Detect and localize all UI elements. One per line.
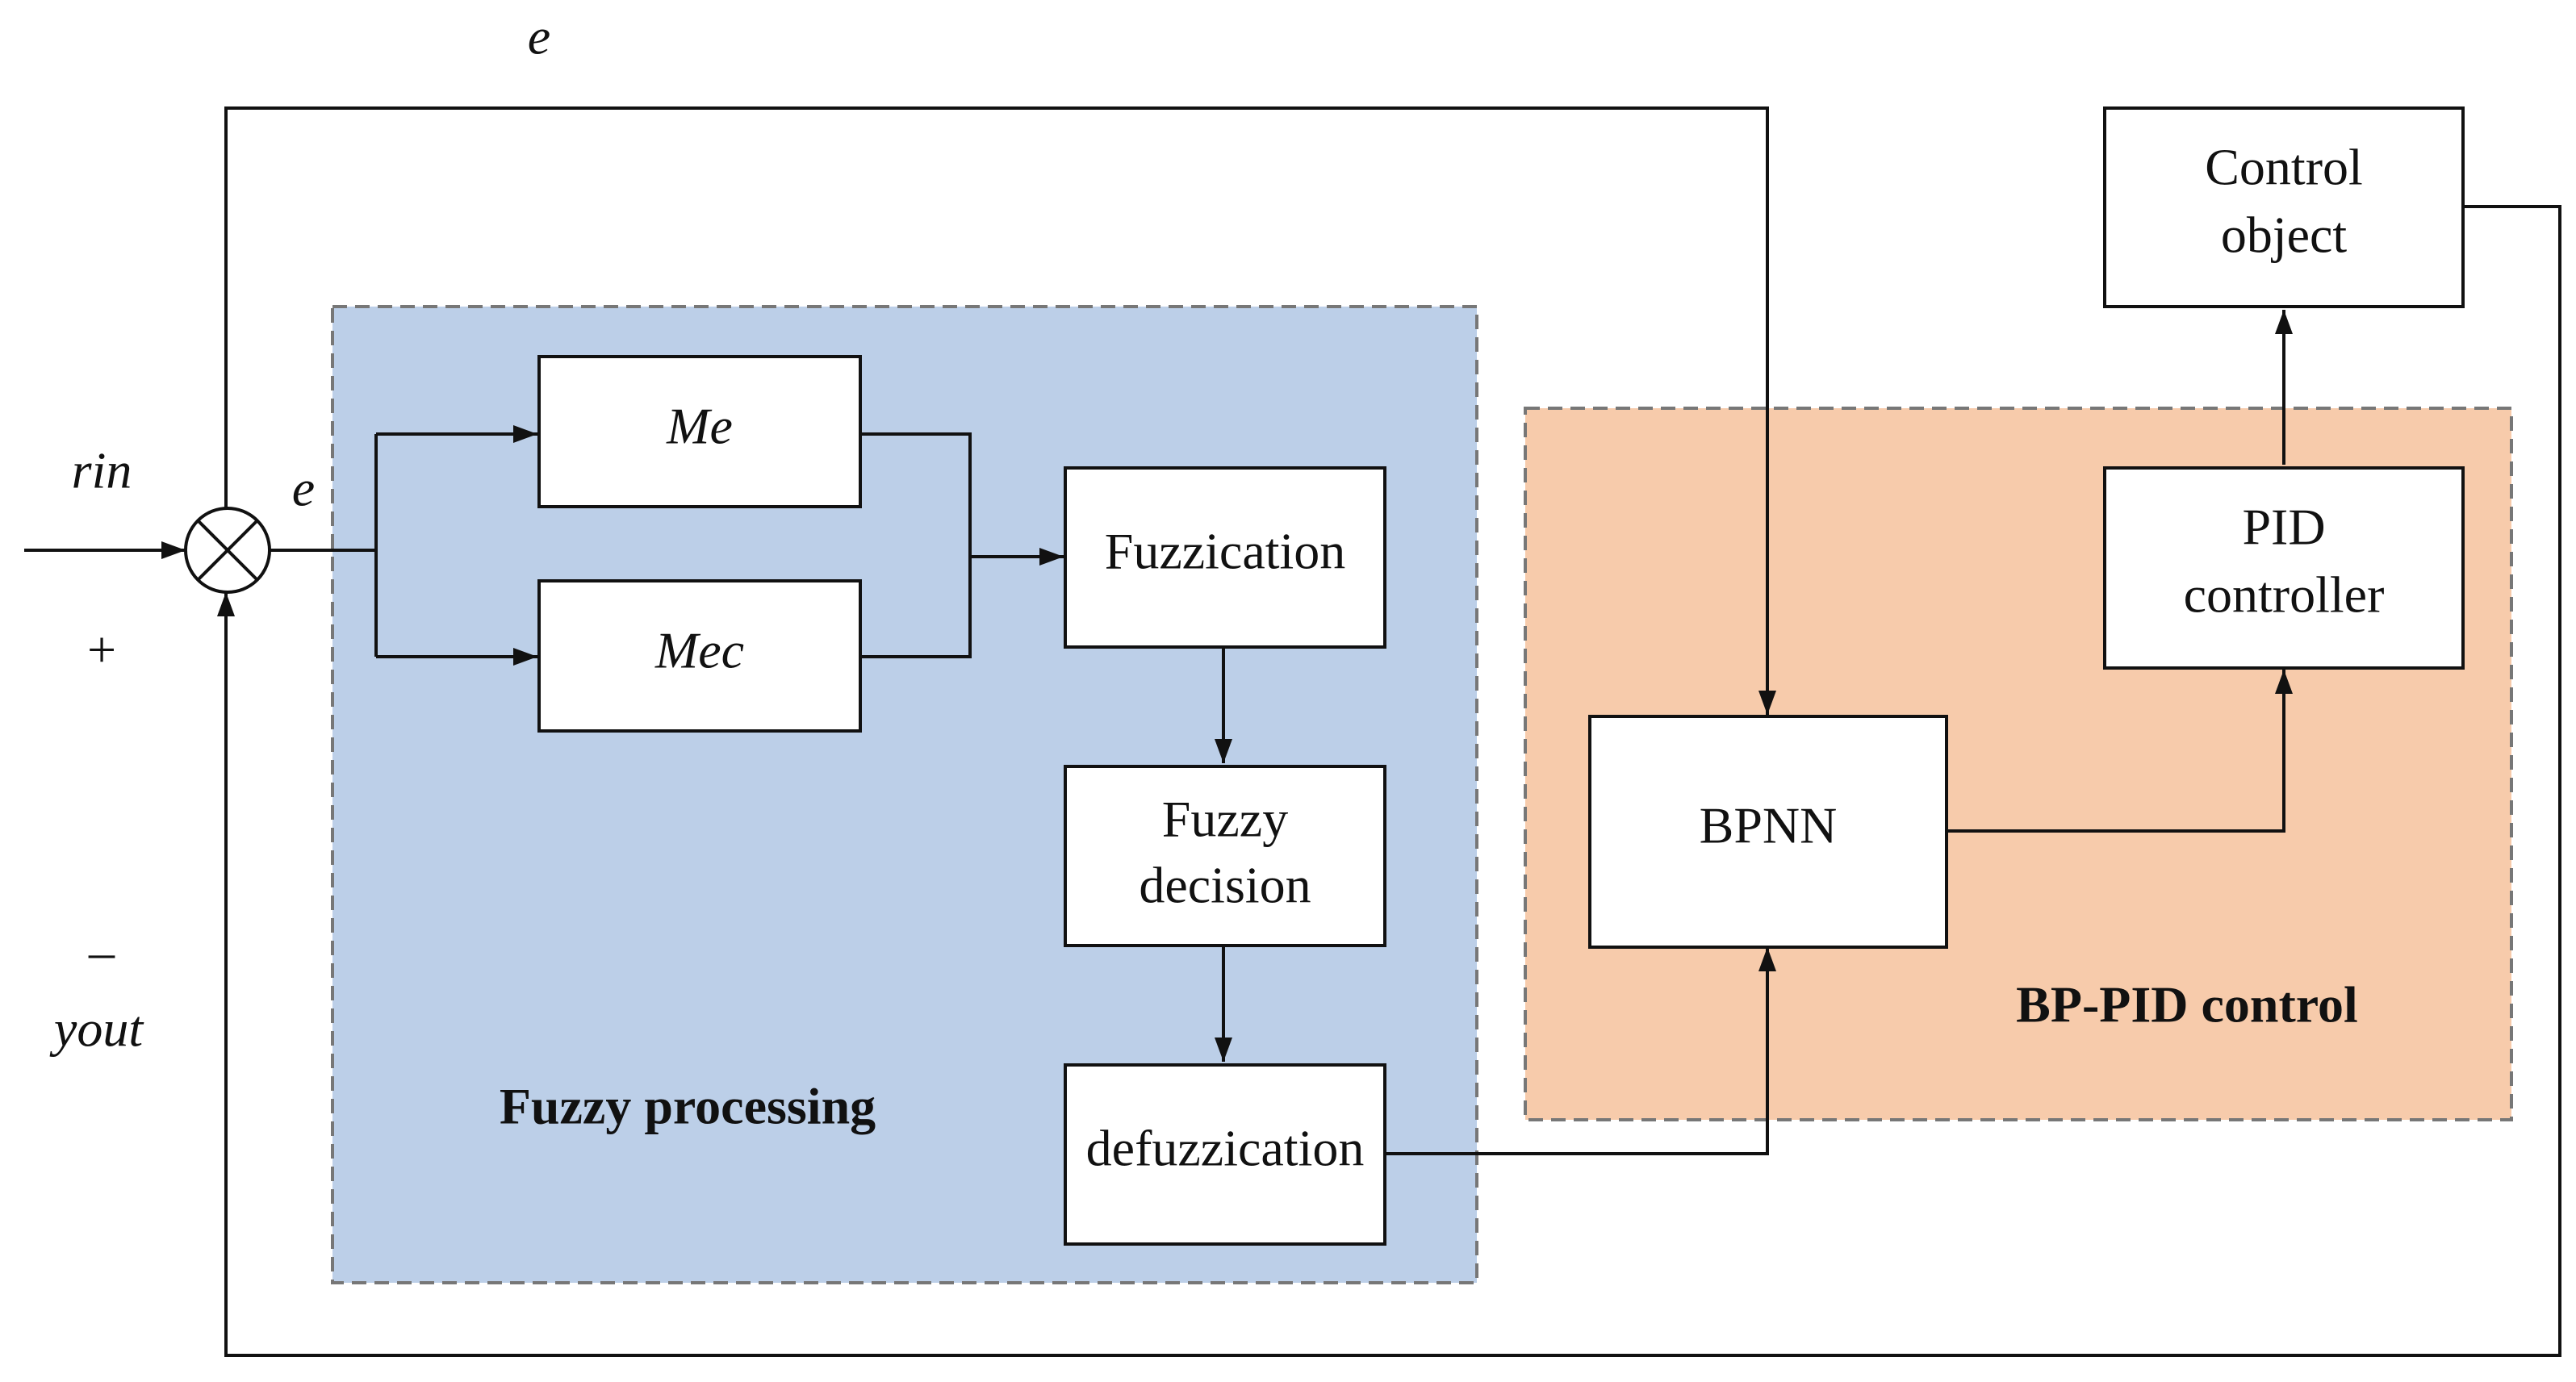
fuzzy-decision-label-line2: decision bbox=[1139, 857, 1311, 914]
pid-label-line2: controller bbox=[2184, 566, 2385, 624]
plus-sign: + bbox=[87, 621, 116, 678]
fuzzy-decision-label-line1: Fuzzy bbox=[1162, 791, 1288, 848]
control-object-block: Control object bbox=[2103, 106, 2465, 308]
e-top-to-bpnn-line bbox=[224, 106, 1776, 715]
rin-label: rin bbox=[72, 442, 132, 499]
bp-pid-control-title: BP-PID control bbox=[2016, 976, 2358, 1033]
yout-label: yout bbox=[49, 1000, 144, 1058]
minus-sign: – bbox=[88, 923, 115, 980]
summing-junction bbox=[184, 507, 271, 594]
pid-controller-block: PID controller bbox=[2103, 466, 2465, 670]
pid-label-line1: PID bbox=[2242, 499, 2325, 556]
defuzzication-label: defuzzication bbox=[1086, 1120, 1365, 1177]
me-out-line bbox=[860, 432, 972, 557]
e-after-sum-label: e bbox=[292, 460, 315, 517]
bpnn-to-pid-line bbox=[1947, 670, 2293, 833]
feedback-line bbox=[217, 205, 2561, 1357]
me-block: Me bbox=[537, 355, 862, 508]
e-top-label: e bbox=[528, 8, 550, 65]
defuzz-to-bpnn-line bbox=[1385, 947, 1776, 1155]
fuzzy-decision-block: Fuzzy decision bbox=[1064, 765, 1386, 947]
control-object-label-line1: Control bbox=[2205, 139, 2363, 196]
fuzzication-label: Fuzzication bbox=[1105, 523, 1346, 580]
fuzzy-processing-title: Fuzzy processing bbox=[500, 1078, 876, 1135]
defuzzication-block: defuzzication bbox=[1064, 1063, 1386, 1246]
mec-label: Mec bbox=[654, 622, 744, 679]
bpnn-block: BPNN bbox=[1588, 715, 1948, 949]
control-object-label-line2: object bbox=[2221, 207, 2348, 264]
mec-out-line bbox=[860, 557, 972, 658]
mec-block: Mec bbox=[537, 579, 862, 733]
me-label: Me bbox=[666, 398, 733, 455]
bpnn-label: BPNN bbox=[1700, 797, 1838, 854]
connections bbox=[24, 106, 2561, 1357]
fuzzication-block: Fuzzication bbox=[1064, 466, 1386, 649]
